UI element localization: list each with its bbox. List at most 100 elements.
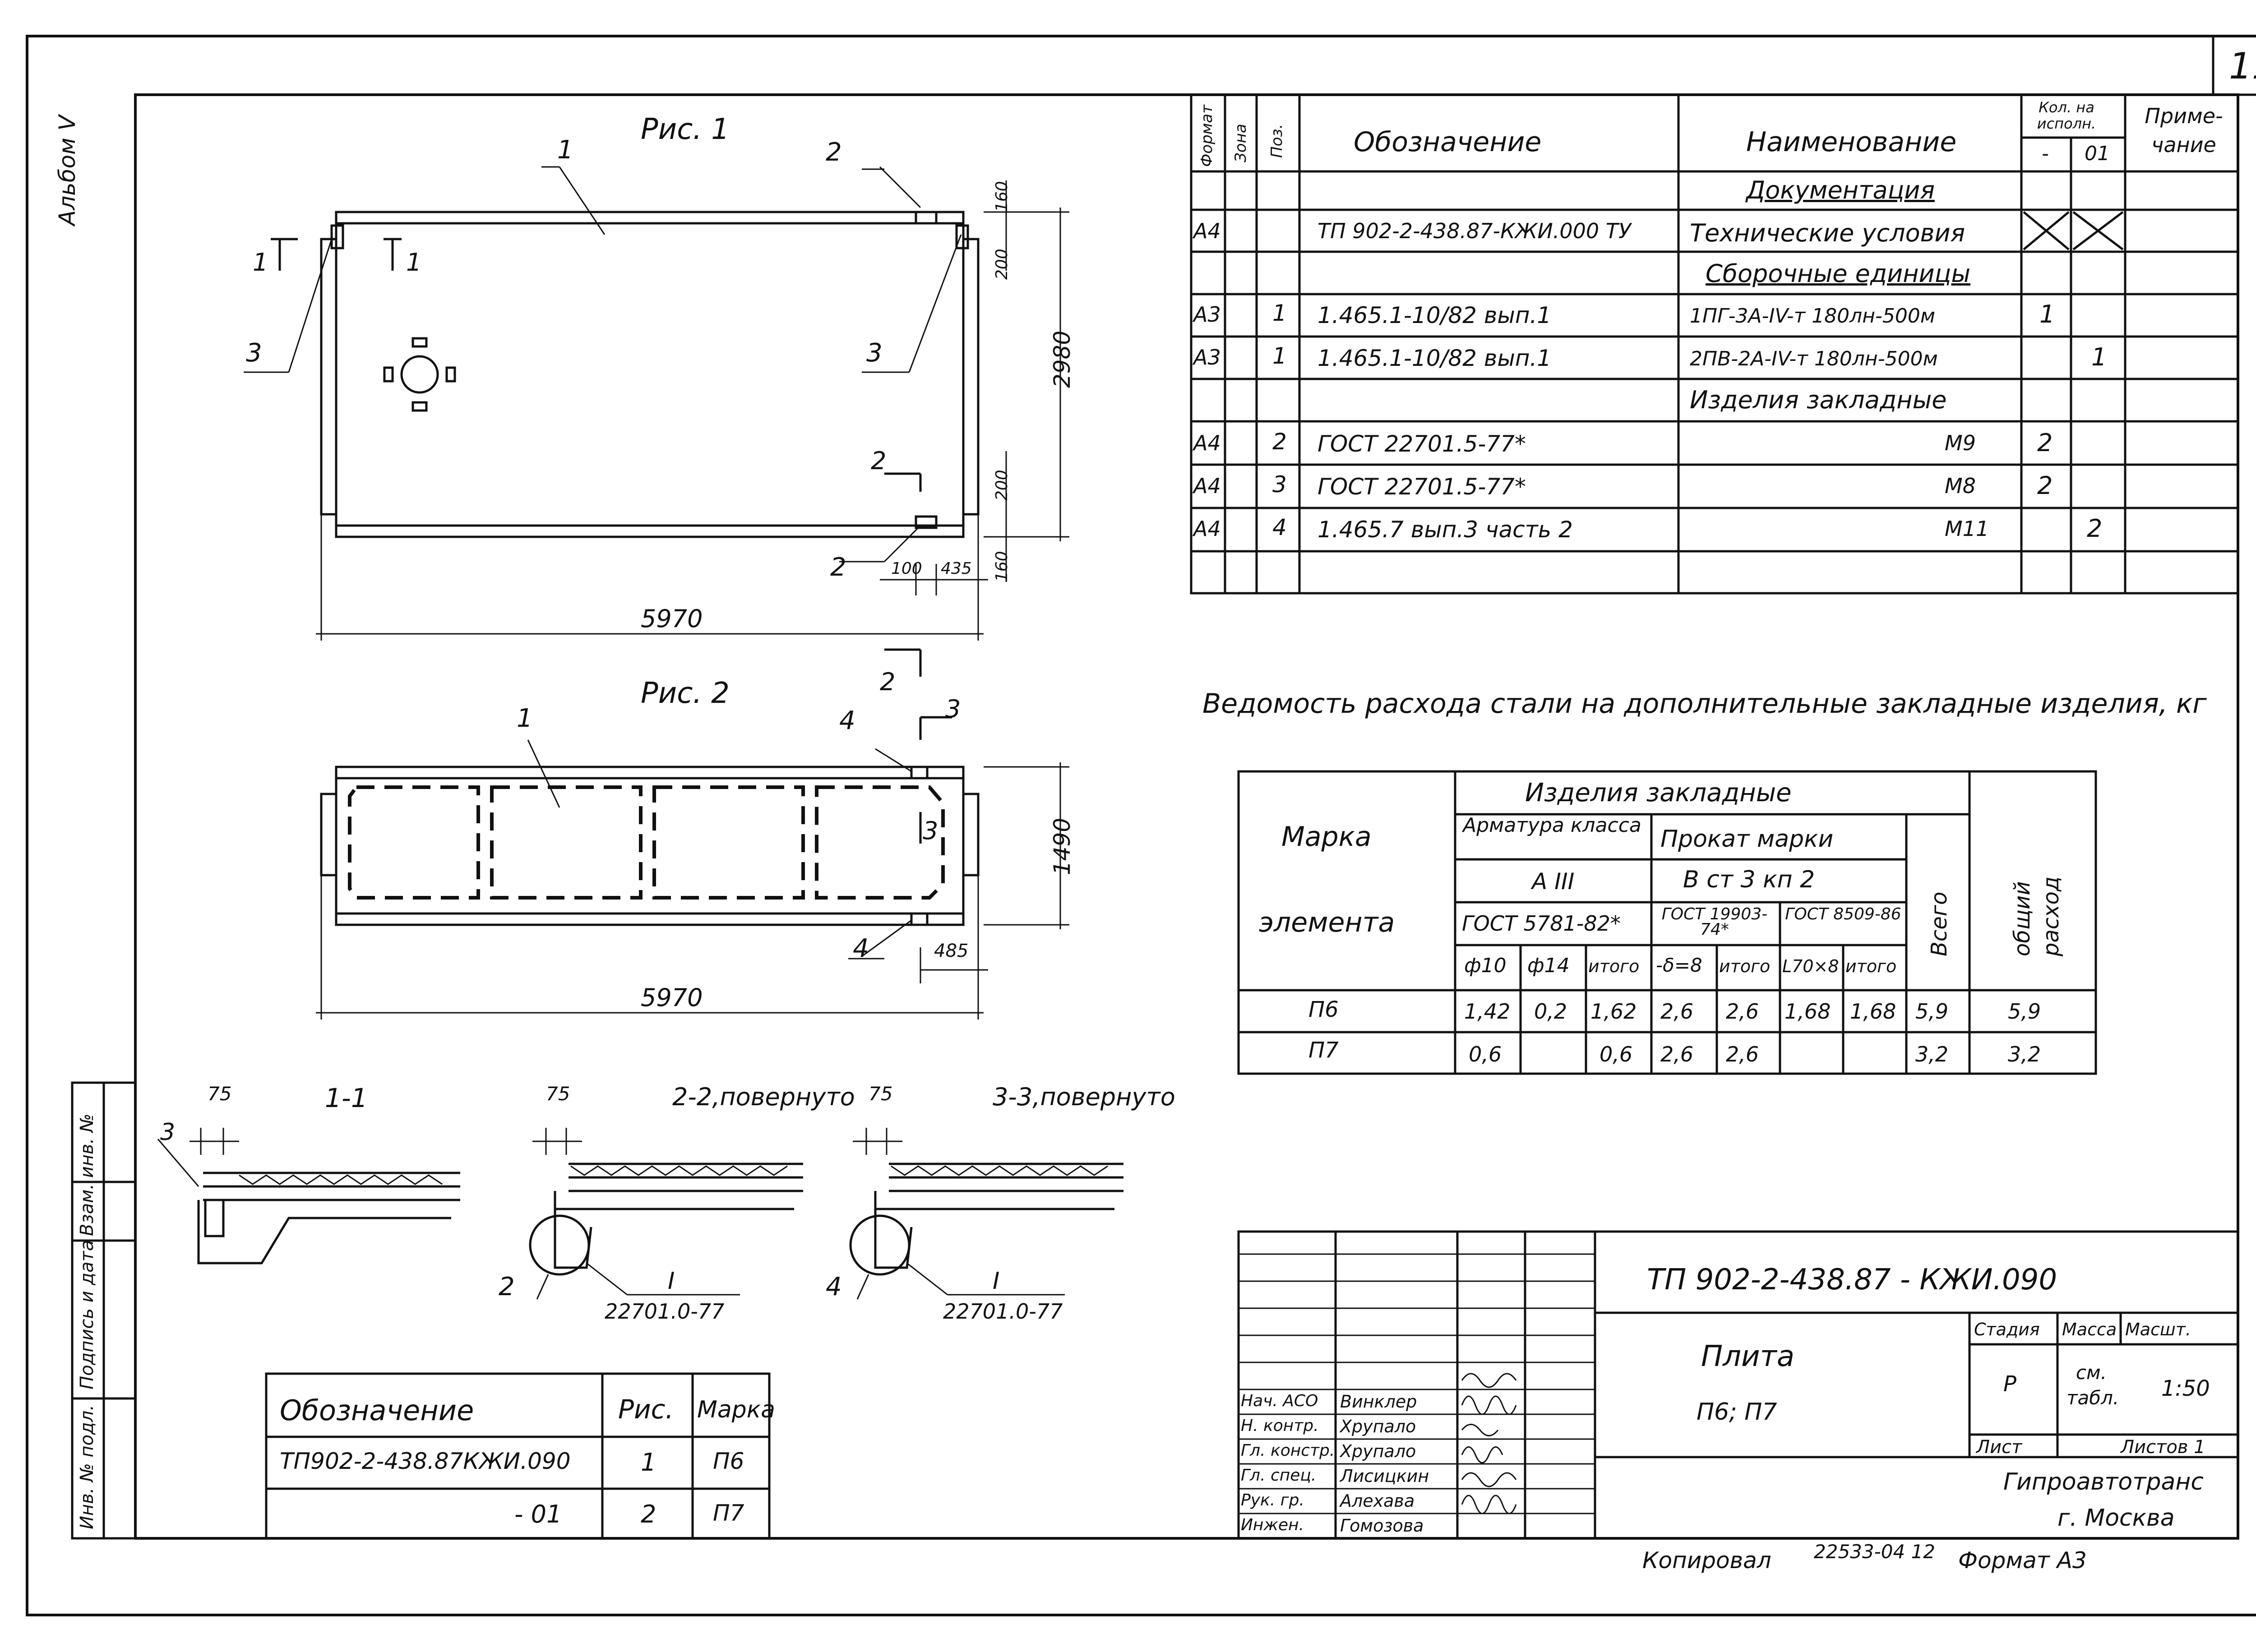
fig1-d435: 435 (941, 559, 972, 578)
section-1-1-dim75: 75 (208, 1083, 232, 1105)
marks-row-1-fig: 1 (641, 1448, 656, 1477)
steel-vsego: Всего (1927, 891, 1952, 956)
steel-row-p6-v0: 1,42 (1464, 999, 1511, 1024)
tb-role-6: Инжен. (1241, 1516, 1304, 1534)
section-2-2 (529, 1128, 803, 1300)
callout-2-fig1-bottom: 2 (830, 553, 846, 582)
marks-row-1-mark: П6 (713, 1448, 744, 1474)
side-stamp-grid (71, 1081, 137, 1540)
tb-scale-h: Масшт. (2125, 1320, 2191, 1339)
steel-prokat: Прокат марки (1660, 826, 1834, 853)
tb-name-2: П6; П7 (1697, 1398, 1777, 1426)
section-2-2-detail-ref: 22701.0-77 (605, 1299, 725, 1324)
spec-row-7-format: А4 (1193, 431, 1221, 455)
spec-table-grid (1190, 93, 2239, 595)
side-vzam: Взам. инв. № (77, 1113, 97, 1236)
tb-role-2: Н. контр. (1241, 1417, 1319, 1435)
steel-row-p6-mark: П6 (1308, 997, 1339, 1022)
steel-sub-itogo2: итого (1719, 956, 1771, 976)
outer-frame (26, 35, 2256, 1616)
section-3-3-dim75: 75 (869, 1083, 893, 1105)
tb-scale: 1:50 (2161, 1376, 2210, 1401)
fig1-d200-bottom: 200 (993, 470, 1011, 501)
marks-row-2-mark: П7 (713, 1500, 744, 1526)
section-mark-3-mid: 3 (923, 817, 938, 845)
spec-row-5-format: А3 (1193, 345, 1221, 369)
spec-row-2-designation: ТП 902-2-438.87-КЖИ.000 ТУ (1318, 219, 1631, 243)
steel-vst: В ст 3 кп 2 (1683, 866, 1815, 893)
spec-row-9-format: А4 (1193, 517, 1221, 541)
spec-h-zone: Зона (1232, 124, 1250, 162)
steel-sub-itogo1: итого (1588, 956, 1640, 976)
spec-h-qty: Кол. на исполн. (2037, 99, 2096, 132)
fig1-plate (244, 166, 1069, 677)
fig1-length: 5970 (641, 605, 703, 633)
spec-row-2-format: А4 (1193, 219, 1221, 243)
section-3-3-detail-mark: I (993, 1268, 1000, 1295)
footer-format: Формат А3 (1958, 1547, 2087, 1574)
side-inv-podl: Инв. № подл. (77, 1405, 97, 1529)
steel-sub-l70: L70×8 (1782, 956, 1839, 976)
tb-role-1: Нач. АСО (1241, 1392, 1318, 1410)
spec-row-4-format: А3 (1193, 302, 1221, 327)
spec-row-8-format: А4 (1193, 474, 1221, 498)
spec-row-5-name: 2ПВ-2А-IV-т 180лн-500м (1690, 347, 1938, 370)
steel-sub-f14: ф14 (1527, 954, 1570, 977)
marks-h-mark: Марка (697, 1396, 776, 1423)
steel-armatura: Арматура класса (1463, 814, 1641, 837)
section-mark-1-right: 1 (406, 248, 422, 277)
section-1-1-title: 1-1 (325, 1083, 368, 1113)
steel-row-p7-v0: 0,6 (1469, 1042, 1502, 1066)
side-podpis: Подпись и дата (77, 1240, 97, 1389)
tb-code: ТП 902-2-438.87 - КЖИ.090 (1647, 1263, 2057, 1297)
steel-row-p6-v2: 1,62 (1590, 999, 1637, 1024)
spec-row-4-name: 1ПГ-3А-IV-т 180лн-500м (1690, 305, 1936, 328)
fig2-plate (316, 716, 1069, 1020)
footer-copied: Копировал (1642, 1547, 1771, 1574)
callout-1-fig2: 1 (517, 704, 533, 733)
marks-h-fig: Рис. (618, 1394, 674, 1425)
steel-row-p7-mark: П7 (1308, 1038, 1339, 1063)
section-3-3 (849, 1128, 1123, 1300)
steel-sub-itogo3: итого (1845, 956, 1897, 976)
callout-4-fig2-top: 4 (839, 706, 855, 735)
spec-row-9-name: М11 (1945, 517, 1989, 541)
fig2-d485: 485 (934, 941, 969, 961)
tb-stage-h: Стадия (1974, 1320, 2040, 1339)
steel-sub-delta8: -δ=8 (1656, 954, 1702, 976)
marks-row-2-fig: 2 (641, 1500, 656, 1528)
steel-gost19903: ГОСТ 19903-74* (1661, 905, 1768, 939)
spec-h-format: Формат (1198, 105, 1216, 167)
steel-table-title: Ведомость расхода стали на дополнительны… (1202, 688, 2207, 720)
section-2-2-title: 2-2,повернуто (672, 1083, 855, 1111)
tb-person-1: Винклер (1340, 1392, 1417, 1412)
steel-row-p7-total: 3,2 (1915, 1042, 1949, 1066)
section-2-2-dim75: 75 (546, 1083, 570, 1105)
section-mark-3-top: 3 (945, 695, 961, 723)
fig1-d160-top: 160 (993, 181, 1011, 212)
section-2-2-detail-mark: I (668, 1268, 675, 1295)
footer-number: 22533-04 12 (1814, 1541, 1936, 1563)
steel-row-p7-v4: 2,6 (1726, 1042, 1759, 1066)
tb-role-5: Рук. гр. (1241, 1491, 1304, 1509)
tb-org-2: г. Москва (2057, 1504, 2175, 1532)
spec-row-7-pos: 2 (1272, 429, 1287, 455)
steel-obshchiy: общий расход (2010, 876, 2064, 956)
spec-row-9-pos: 4 (1272, 514, 1287, 540)
page-number-box (2212, 35, 2256, 96)
fig1-height: 2980 (1049, 330, 1075, 388)
section-mark-2-bottom: 2 (880, 668, 896, 696)
fig1-title: Рис. 1 (641, 113, 730, 146)
page-number: 11 (2229, 45, 2256, 87)
spec-row-8-q1: 2 (2037, 471, 2053, 500)
spec-h-qty-a: - (2042, 142, 2049, 165)
tb-mass-h: Масса (2062, 1320, 2117, 1339)
tb-org-1: Гипроавтотранс (2003, 1468, 2204, 1495)
spec-row-9-q2: 2 (2087, 514, 2103, 543)
tb-name-1: Плита (1701, 1340, 1795, 1373)
spec-row-8-pos: 3 (1272, 471, 1287, 498)
steel-row-p6-v1: 0,2 (1534, 999, 1567, 1024)
spec-row-5-q2: 1 (2091, 343, 2107, 371)
tb-person-5: Алехава (1340, 1491, 1415, 1511)
